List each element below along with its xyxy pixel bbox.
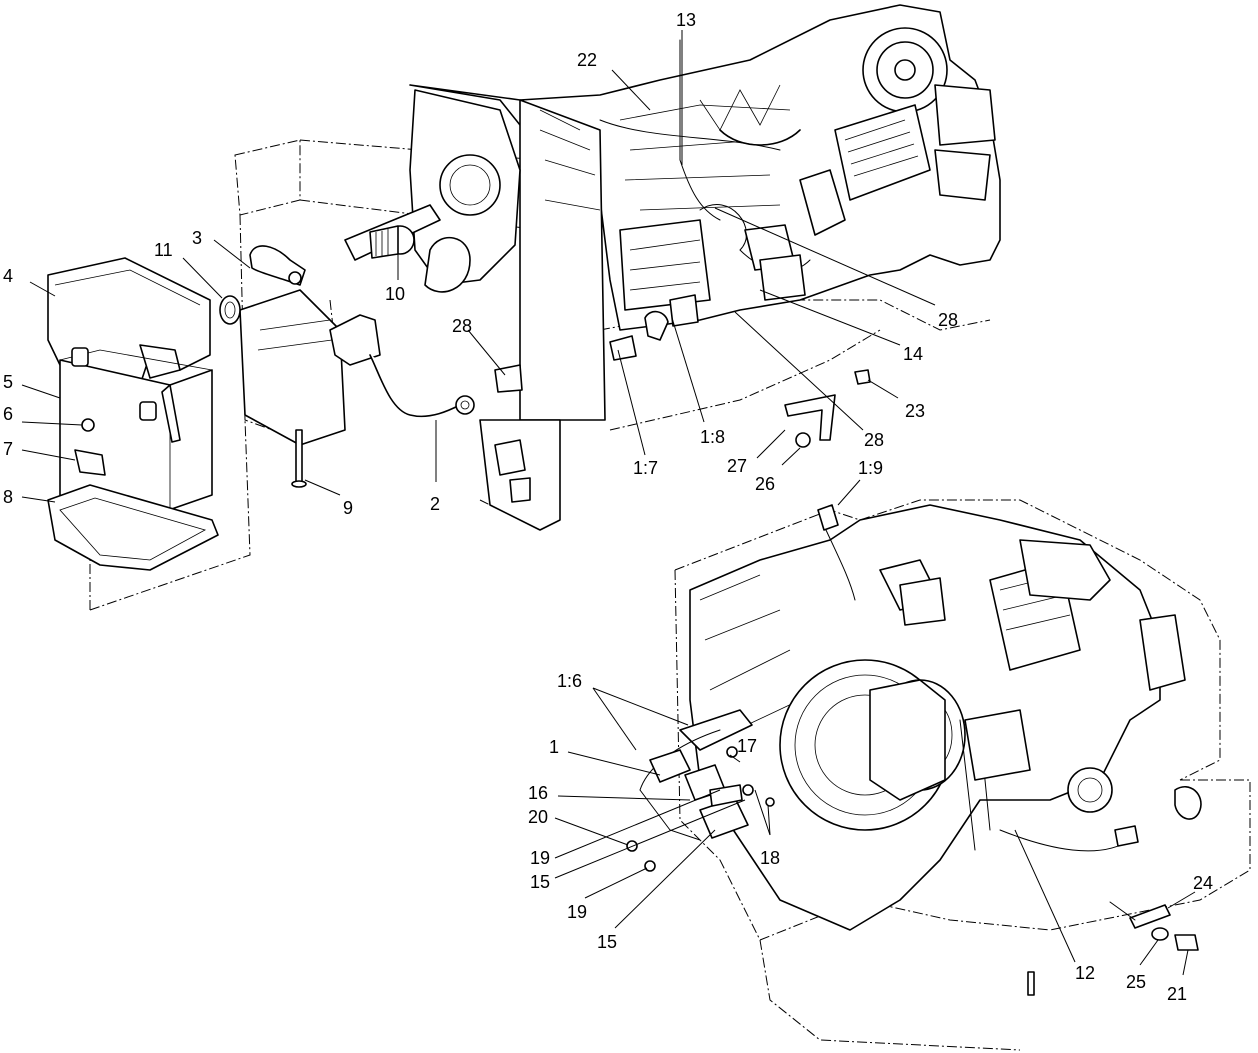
callout-28: 28 [864,430,884,450]
connector-10 [369,225,415,259]
callout-15: 15 [597,932,617,952]
callout-13: 13 [676,10,696,30]
callout-11: 11 [154,240,173,260]
left-frame-panel [239,289,346,446]
callout-1-8: 1:8 [700,427,725,447]
callout-21: 21 [1167,984,1187,1004]
callout-24: 24 [1193,873,1213,893]
ground-strap [249,245,306,286]
callout-23: 23 [905,401,925,421]
callout-10: 10 [385,284,405,304]
battery-tray [47,484,219,571]
callout-19: 19 [530,848,550,868]
callout-25: 25 [1126,972,1146,992]
engine-block-upper [409,4,1001,421]
terminal-boot [74,449,106,476]
callout-8: 8 [3,487,13,507]
bolt-12 [1027,971,1035,996]
callout-28: 28 [938,310,958,330]
callout-1-7: 1:7 [633,458,658,478]
callout-17: 17 [737,736,757,756]
callout-22: 22 [577,50,597,70]
callout-1-6: 1:6 [557,671,582,691]
battery-cable [329,314,475,418]
connector-1-8 [669,294,699,327]
engine-block-lower [689,504,1202,931]
harness-clip-28 [494,364,523,393]
callout-16: 16 [528,783,548,803]
battery [59,347,213,521]
callout-20: 20 [528,807,548,827]
callout-9: 9 [343,498,353,518]
callout-3: 3 [192,228,202,248]
callout-26: 26 [755,474,775,494]
callout-4: 4 [3,266,13,286]
callout-6: 6 [3,404,13,424]
relay-harness [626,709,775,872]
connector-1-7 [609,335,637,361]
callout-18: 18 [760,848,780,868]
grommet [219,295,241,325]
callout-19: 19 [567,902,587,922]
callout-2: 2 [430,494,440,514]
bolt-9 [291,429,307,488]
callout-7: 7 [3,439,13,459]
battery-cable-1-9 [817,504,856,601]
lower-frame-phantom [674,499,1251,1051]
callout-27: 27 [727,456,747,476]
right-frame-panel [479,419,561,531]
callout-15: 15 [530,872,550,892]
callout-5: 5 [3,372,13,392]
fan-shroud [344,89,521,293]
callout-labels: 13 22 3 11 4 10 28 28 14 5 6 7 8 9 2 1:7… [3,10,1213,1004]
nut-23 [854,369,871,385]
callout-12: 12 [1075,963,1095,983]
callout-1-9: 1:9 [858,458,883,478]
callout-28: 28 [452,316,472,336]
callout-1: 1 [549,737,559,757]
callout-14: 14 [903,344,923,364]
terminal-nut [81,418,95,432]
bracket-27 [784,394,836,448]
leader-lines [21,30,1196,976]
bracket-24 [1109,901,1199,951]
